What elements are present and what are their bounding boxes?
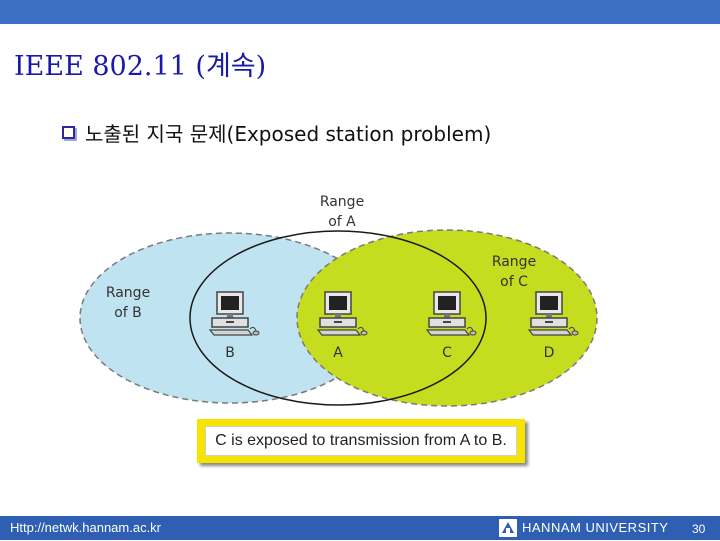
range-a-label-line2: of A: [328, 214, 356, 230]
bullet-item: 노출된 지국 문제(Exposed station problem): [62, 118, 491, 147]
range-c-label-line2: of C: [500, 274, 528, 290]
footer-university: HANNAM UNIVERSITY: [522, 520, 669, 535]
range-c-label-line1: Range: [492, 254, 536, 270]
station-label-c: C: [442, 345, 452, 361]
bullet-text: 노출된 지국 문제(Exposed station problem): [85, 122, 492, 146]
square-bullet-icon: [62, 126, 75, 139]
station-label-b: B: [225, 345, 235, 361]
caption-box: C is exposed to transmission from A to B…: [197, 419, 525, 463]
caption-text: C is exposed to transmission from A to B…: [205, 426, 517, 456]
top-bar: [0, 0, 720, 24]
university-logo-icon: [499, 519, 517, 537]
page-number: 30: [692, 522, 706, 536]
station-label-d: D: [544, 345, 555, 361]
range-b-label-line2: of B: [114, 305, 142, 321]
footer-bar: Http://netwk.hannam.ac.kr HANNAM UNIVERS…: [0, 516, 720, 540]
range-b-label-line1: Range: [106, 285, 150, 301]
range-a-ellipse: [189, 230, 487, 406]
station-label-a: A: [333, 345, 343, 361]
range-a-label-line1: Range: [320, 194, 364, 210]
slide-title: IEEE 802.11 (계속): [14, 51, 267, 82]
footer-url: Http://netwk.hannam.ac.kr: [10, 520, 162, 535]
